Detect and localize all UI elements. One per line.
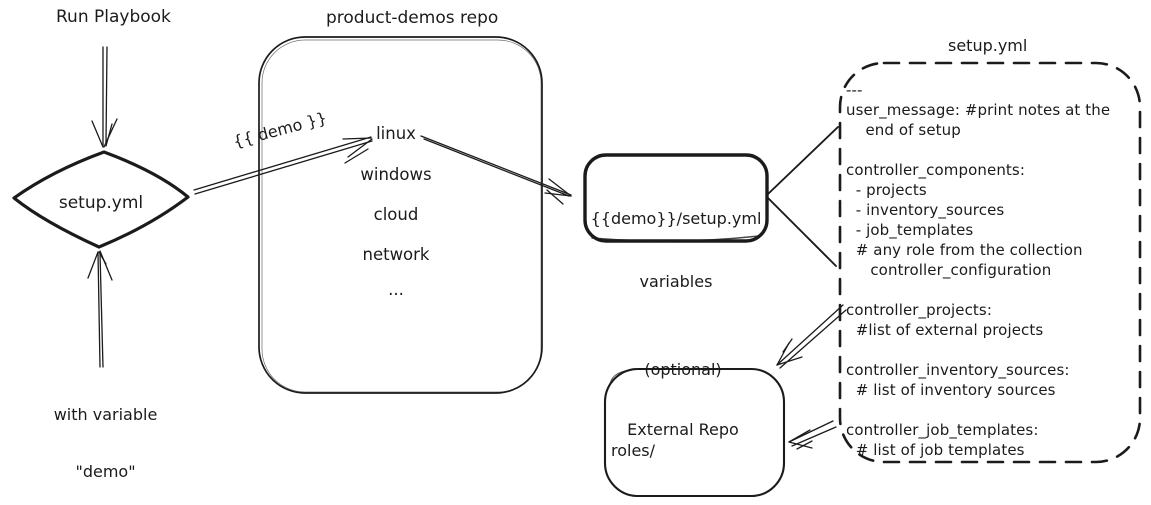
arrow-projects-to-external [776, 304, 847, 369]
arrow-run-playbook [91, 46, 118, 148]
with-variable-line2: "demo" [75, 462, 136, 481]
yaml-line: controller_configuration [846, 261, 1052, 279]
repo-item-linux: linux [376, 124, 416, 143]
external-repo-title-line1: (optional) [644, 360, 722, 379]
yaml-line: end of setup [846, 121, 961, 139]
yaml-line: controller_inventory_sources: [846, 361, 1070, 379]
yaml-line [846, 140, 1110, 160]
yaml-line: - job_templates [846, 221, 974, 239]
with-variable-label: with variable "demo" [38, 367, 173, 505]
arrow-with-variable [87, 250, 113, 368]
yaml-line: user_message: #print notes at the [846, 101, 1111, 119]
yaml-line: - projects [846, 181, 927, 199]
variables-box [583, 153, 769, 243]
product-demos-repo-box [258, 36, 543, 394]
diamond-label: setup.yml [58, 193, 144, 213]
variables-box-line1: {{demo}}/setup.yml [590, 209, 762, 228]
product-demos-repo-title: product-demos repo [326, 8, 499, 28]
yaml-line [846, 340, 1110, 360]
external-repo-content: roles/ playbooks/ .... [611, 398, 698, 505]
repo-item-windows: windows [360, 165, 432, 184]
yaml-line: # list of inventory sources [846, 381, 1056, 399]
connector-variables-to-yaml [767, 126, 839, 267]
variables-box-line2: variables [639, 272, 713, 291]
yaml-line: - inventory_sources [846, 201, 1005, 219]
yaml-line: --- [846, 81, 863, 99]
repo-item-network: network [362, 245, 430, 264]
yaml-line: controller_components: [846, 161, 1025, 179]
yaml-line: # any role from the collection [846, 241, 1083, 259]
with-variable-line1: with variable [53, 405, 158, 424]
yaml-line: # list of job templates [846, 441, 1025, 459]
arrow-demo-to-linux [193, 136, 373, 195]
arrow-job-templates-to-external [788, 420, 837, 450]
yaml-line [846, 280, 1110, 300]
repo-item-more: ... [388, 280, 404, 299]
variables-box-label: {{demo}}/setup.yml variables [589, 166, 763, 334]
setup-diamond [12, 150, 190, 249]
yaml-line: controller_job_templates: [846, 421, 1039, 439]
yaml-line [846, 400, 1110, 420]
external-repo-line: roles/ [611, 441, 656, 460]
setup-yml-title: setup.yml [948, 36, 1028, 55]
arrow-linux-to-variables [420, 135, 572, 205]
external-repo-title-line2: External Repo [627, 420, 739, 439]
external-repo-box [603, 367, 786, 498]
external-repo-title: (optional) External Repo [613, 320, 753, 480]
yaml-line: #list of external projects [846, 321, 1044, 339]
repo-item-cloud: cloud [373, 205, 419, 224]
run-playbook-label: Run Playbook [56, 7, 171, 27]
yaml-line: controller_projects: [846, 301, 992, 319]
setup-yml-dashed-box [838, 61, 1142, 464]
yaml-content: --- user_message: #print notes at the en… [846, 80, 1110, 460]
